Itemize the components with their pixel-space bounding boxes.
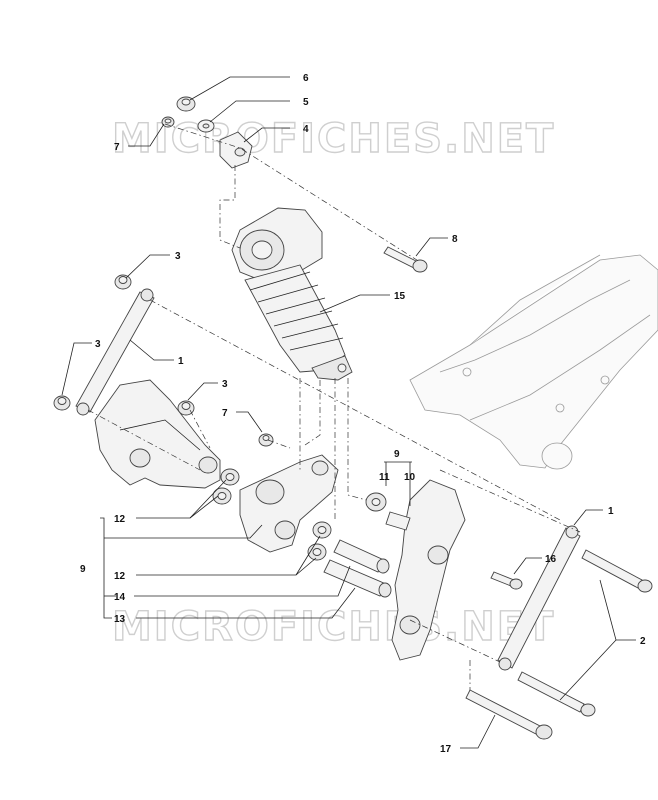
nut-3-left — [53, 395, 71, 411]
spacer-14 — [333, 539, 390, 574]
spacer-10 — [385, 511, 411, 531]
assembly-lines — [87, 123, 581, 690]
tie-rod-left — [75, 288, 155, 416]
bolt-2-lower — [517, 671, 596, 717]
callout-14: 14 — [114, 592, 126, 603]
top-mount-4 — [219, 131, 253, 169]
callout-16: 16 — [545, 554, 557, 565]
bushing-12-lower-1 — [312, 521, 332, 539]
rocker-linkage — [239, 454, 339, 553]
callout-7-top: 7 — [114, 142, 120, 153]
nut-7-lower — [258, 433, 274, 447]
watermark-bottom: MICROFICHES.NET — [112, 604, 555, 650]
right-frame-bracket — [391, 479, 466, 661]
callout-5: 5 — [303, 97, 309, 108]
callout-1-right: 1 — [608, 506, 614, 517]
callout-6: 6 — [303, 73, 309, 84]
bolt-17 — [465, 689, 553, 740]
callout-1-left: 1 — [178, 356, 184, 367]
spacer-13 — [323, 559, 392, 598]
callout-15: 15 — [394, 291, 406, 302]
watermark-top: MICROFICHES.NET — [112, 116, 555, 162]
bushing-11 — [365, 492, 387, 512]
callout-7-lower: 7 — [222, 408, 228, 419]
callout-3-middle: 3 — [222, 379, 228, 390]
callout-17: 17 — [440, 744, 452, 755]
callout-12-upper: 12 — [114, 514, 126, 525]
swingarm-outline — [409, 254, 658, 470]
callout-3-left: 3 — [95, 339, 101, 350]
nut-6-top — [176, 96, 196, 112]
callout-3-upper: 3 — [175, 251, 181, 262]
callout-10: 10 — [404, 472, 416, 483]
bolt-8 — [383, 246, 428, 273]
nut-7-top — [161, 116, 175, 128]
nut-3-upper — [114, 274, 132, 290]
callout-9-upper: 9 — [394, 449, 400, 460]
callout-4: 4 — [303, 124, 309, 135]
callout-13: 13 — [114, 614, 126, 625]
leader-lines — [61, 76, 636, 749]
bushing-12-lower-2 — [307, 543, 327, 561]
tie-rod-right — [497, 525, 581, 671]
callout-11: 11 — [379, 472, 390, 483]
callout-9-lower: 9 — [80, 564, 86, 575]
bolt-16 — [490, 571, 523, 590]
left-frame-bracket — [94, 379, 221, 489]
callout-8: 8 — [452, 234, 458, 245]
nut-3-middle — [177, 400, 195, 416]
shock-absorber-15 — [231, 207, 353, 381]
bolt-2-upper — [581, 549, 653, 593]
bushing-12-upper-2 — [212, 487, 232, 505]
callout-12-lower: 12 — [114, 571, 126, 582]
washer-5-top — [197, 119, 215, 133]
callout-2: 2 — [640, 636, 646, 647]
